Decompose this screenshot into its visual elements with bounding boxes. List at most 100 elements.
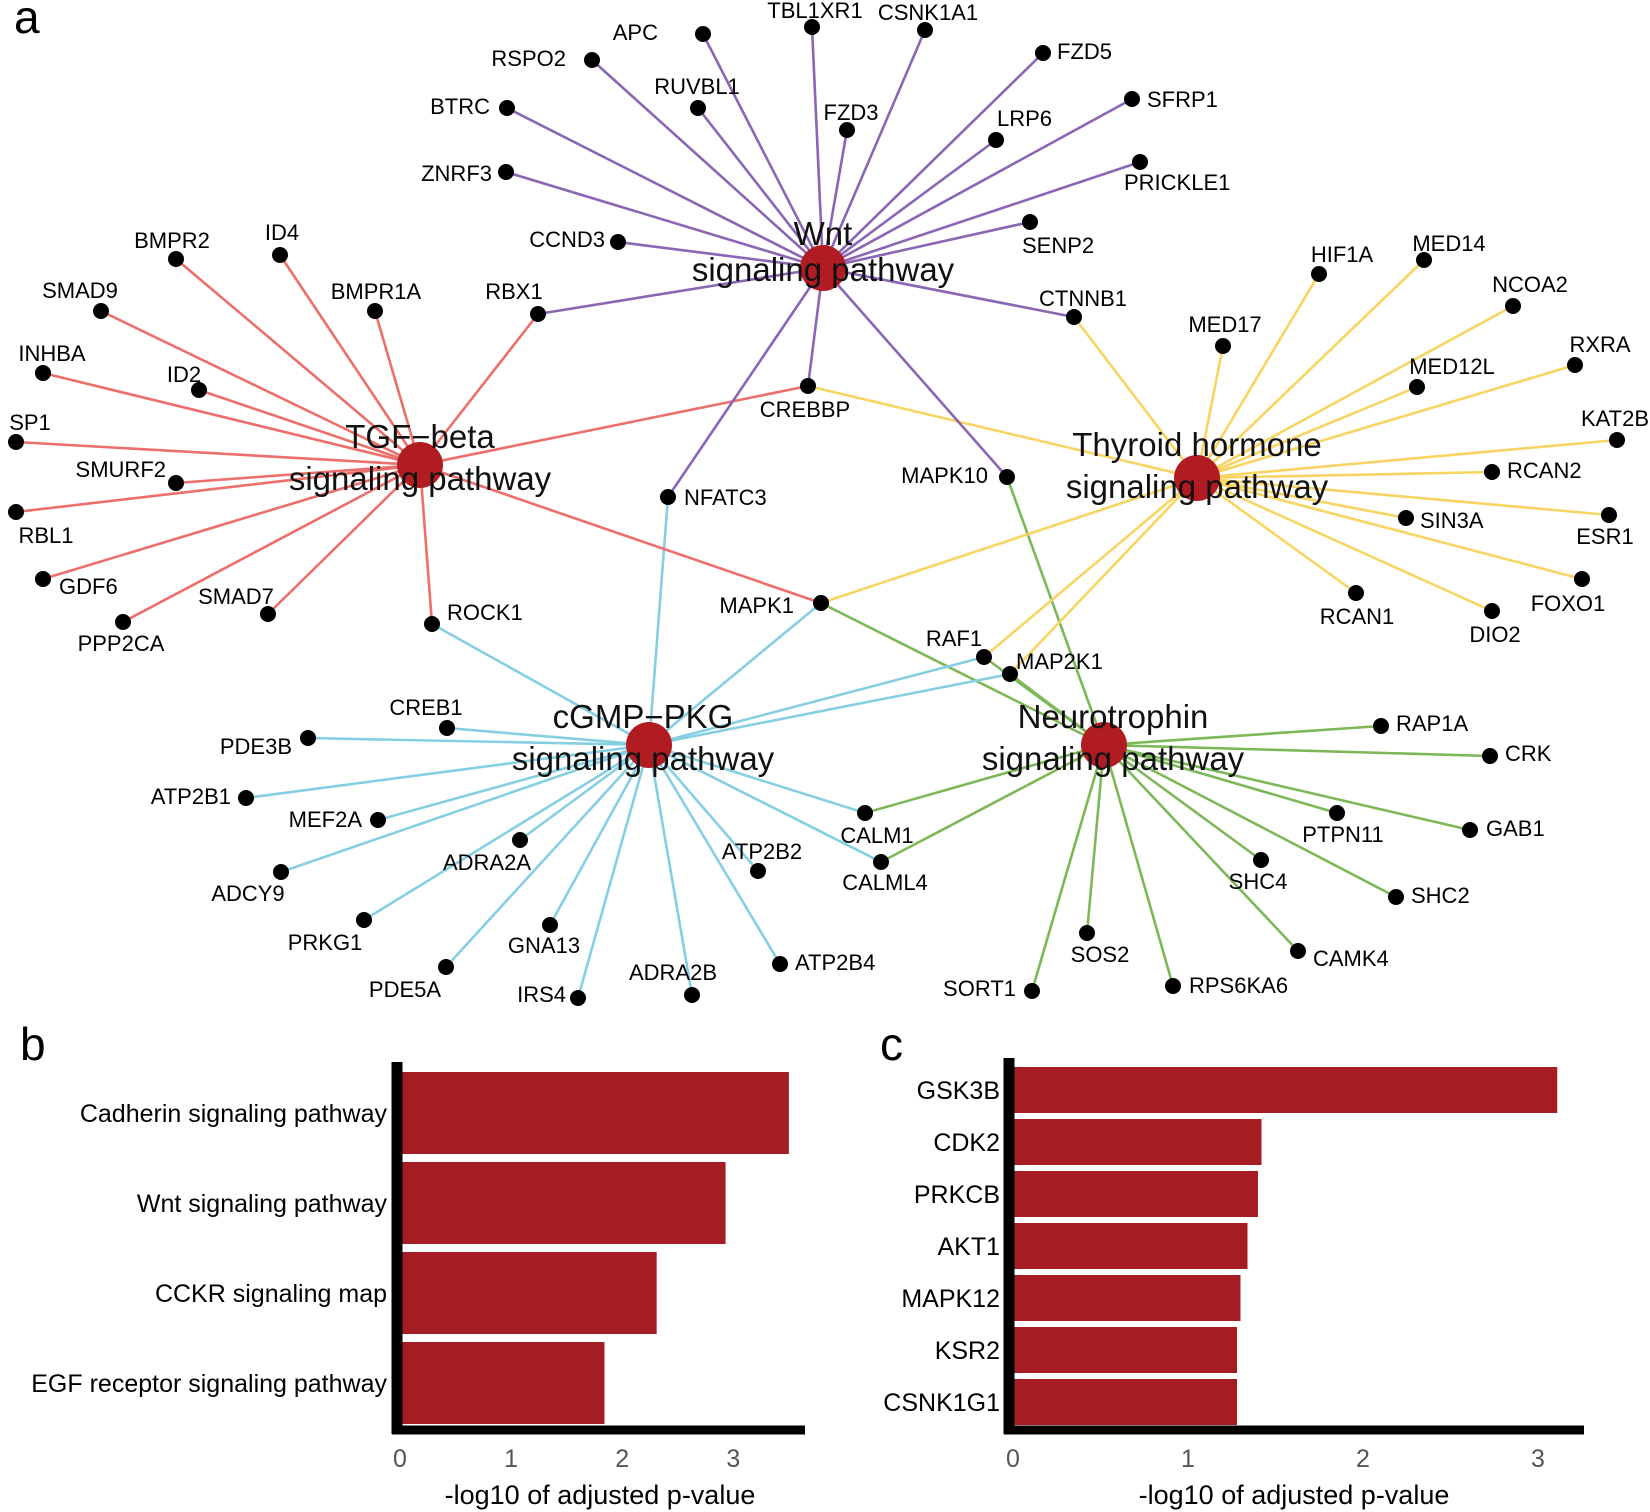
- gene-label-smurf2: SMURF2: [76, 457, 166, 482]
- gene-label-smad9: SMAD9: [42, 278, 118, 303]
- edge-wnt-senp2: [822, 220, 1031, 270]
- edge-cgmp-gna13: [548, 744, 651, 926]
- edge-wnt-csnk1a1: [821, 29, 927, 269]
- gene-label-gna13: GNA13: [508, 933, 580, 958]
- gene-label-kat2b: KAT2B: [1581, 406, 1649, 431]
- gene-label-pde3b: PDE3B: [220, 734, 292, 759]
- edge-thyroid-crebbp: [807, 384, 1198, 480]
- gene-node-atp2b1: [238, 790, 254, 806]
- gene-node-rbl1: [8, 504, 24, 520]
- edge-neuro-shc2: [1103, 743, 1397, 899]
- gene-label-map2k1: MAP2K1: [1016, 649, 1103, 674]
- edge-thyroid-sin3a: [1196, 476, 1407, 520]
- edge-thyroid-ctnnb1: [1072, 316, 1199, 479]
- gene-node-crebbp: [800, 378, 816, 394]
- bar-prkcb: [1013, 1171, 1258, 1217]
- edge-neuro-rap1a: [1103, 724, 1382, 747]
- x-tick-label-3: 3: [726, 1445, 740, 1473]
- gene-node-id4: [272, 247, 288, 263]
- gene-label-adcy9: ADCY9: [211, 881, 284, 906]
- gene-node-fzd3: [839, 122, 855, 138]
- gene-node-prickle1: [1132, 154, 1148, 170]
- gene-label-mapk1: MAPK1: [719, 593, 794, 618]
- edge-thyroid-med12l: [1196, 385, 1418, 480]
- edge-wnt-nfatc3: [666, 267, 825, 498]
- hub-node-tgf: [397, 442, 443, 488]
- edge-tgf-inhba: [42, 371, 421, 467]
- gene-node-crk: [1482, 748, 1498, 764]
- edge-tgf-id2: [198, 388, 421, 467]
- gene-node-sin3a: [1398, 510, 1414, 526]
- gene-node-med17: [1215, 338, 1231, 354]
- gene-node-znrf3: [498, 164, 514, 180]
- gene-label-rcan2: RCAN2: [1507, 458, 1582, 483]
- edge-cgmp-nfatc3: [647, 496, 670, 746]
- hub-node-cgmp: [626, 722, 672, 768]
- edge-neuro-mapk10: [1005, 476, 1106, 746]
- gene-node-bmpr1a: [367, 303, 383, 319]
- category-label-ksr2: KSR2: [935, 1337, 1000, 1365]
- gene-label-gdf6: GDF6: [59, 574, 118, 599]
- edge-wnt-mapk10: [822, 267, 1008, 478]
- gene-label-znrf3: ZNRF3: [421, 161, 492, 186]
- edge-tgf-ppp2ca: [122, 463, 421, 624]
- gene-label-irs4: IRS4: [517, 982, 566, 1007]
- gene-node-ppp2ca: [115, 614, 131, 630]
- edge-wnt-rbx1: [537, 266, 824, 316]
- x-tick-label-0: 0: [393, 1445, 407, 1473]
- gene-node-raf1: [976, 649, 992, 665]
- panel-letter-c: c: [880, 1018, 903, 1070]
- edge-neuro-camk4: [1103, 744, 1299, 952]
- gene-node-shc4: [1253, 852, 1269, 868]
- edge-thyroid-ncoa2: [1196, 304, 1514, 480]
- edge-wnt-rspo2: [591, 59, 824, 269]
- gene-node-camk4: [1290, 943, 1306, 959]
- gene-label-ncoa2: NCOA2: [1492, 272, 1568, 297]
- category-label-gsk3b: GSK3B: [917, 1077, 1000, 1105]
- gene-node-sos2: [1079, 925, 1095, 941]
- gene-label-id4: ID4: [265, 220, 299, 245]
- edge-tgf-bmpr2: [175, 258, 421, 466]
- edge-tgf-rock1: [418, 464, 434, 625]
- gene-label-adra2a: ADRA2A: [443, 850, 531, 875]
- gene-node-ctnnb1: [1066, 309, 1082, 325]
- bar-cadherin-signaling-pathway: [400, 1072, 789, 1154]
- edge-thyroid-hif1a: [1195, 273, 1321, 479]
- edge-tgf-gdf6: [42, 463, 421, 581]
- x-tick-label-2: 2: [1356, 1445, 1370, 1473]
- gene-node-sp1: [8, 434, 24, 450]
- edge-cgmp-irs4: [576, 744, 651, 999]
- gene-label-shc4: SHC4: [1229, 869, 1288, 894]
- edge-wnt-tbl1xr1: [810, 26, 825, 269]
- hub-node-wnt: [800, 245, 846, 291]
- gene-node-bmpr2: [168, 251, 184, 267]
- gene-node-esr1: [1601, 507, 1617, 523]
- gene-node-inhba: [35, 365, 51, 381]
- gene-label-dio2: DIO2: [1469, 622, 1520, 647]
- edge-thyroid-foxo1: [1196, 476, 1583, 581]
- gene-node-fzd5: [1035, 45, 1051, 61]
- gene-label-fzd5: FZD5: [1057, 39, 1112, 64]
- gene-label-senp2: SENP2: [1022, 233, 1094, 258]
- gene-node-ncoa2: [1505, 298, 1521, 314]
- gene-label-rxra: RXRA: [1569, 332, 1630, 357]
- gene-node-ruvbl1: [690, 100, 706, 116]
- gene-label-atp2b1: ATP2B1: [151, 784, 231, 809]
- edge-wnt-apc: [701, 33, 825, 269]
- gene-node-shc2: [1388, 889, 1404, 905]
- gene-node-calm1: [857, 805, 873, 821]
- edge-tgf-id4: [278, 254, 422, 466]
- gene-node-adcy9: [273, 864, 289, 880]
- gene-label-esr1: ESR1: [1576, 524, 1633, 549]
- gene-node-rcan1: [1348, 585, 1364, 601]
- category-label-cdk2: CDK2: [933, 1129, 1000, 1157]
- bar-wnt-signaling-pathway: [400, 1162, 726, 1244]
- gene-label-adra2b: ADRA2B: [629, 960, 717, 985]
- gene-label-pde5a: PDE5A: [369, 977, 441, 1002]
- gene-label-rcan1: RCAN1: [1320, 604, 1395, 629]
- edge-neuro-sos2: [1085, 744, 1106, 934]
- category-label-akt1: AKT1: [937, 1233, 1000, 1261]
- edge-tgf-bmpr1a: [373, 310, 422, 466]
